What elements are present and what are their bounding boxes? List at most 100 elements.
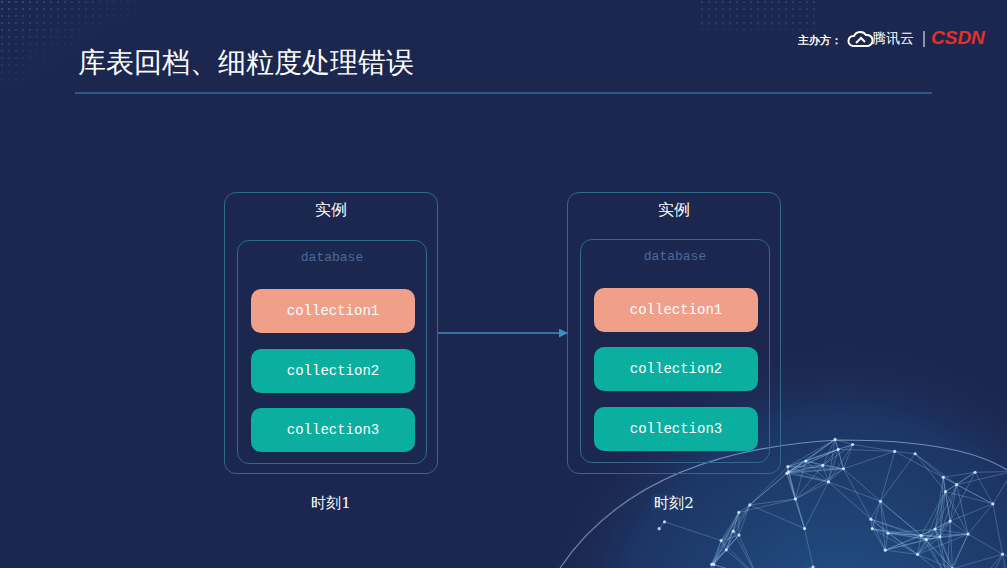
mesh-line [714,512,739,564]
mesh-line [788,467,829,482]
mesh-line [993,471,1007,503]
mesh-dot [914,452,917,455]
mesh-line [943,472,975,477]
mesh-line [950,472,975,521]
mesh-line [788,467,844,469]
mesh-dot [938,535,941,538]
mesh-dot [737,533,740,536]
mesh-line [738,512,739,535]
mesh-line [945,472,975,491]
mesh-dot [737,511,740,514]
mesh-line [721,541,758,568]
mesh-line [957,471,1007,484]
mesh-line [957,485,968,534]
mesh-line [926,492,945,540]
mesh-line [885,539,926,550]
flow-arrow [438,332,567,334]
mesh-line [915,454,957,485]
mesh-line [885,550,917,554]
mesh-line [726,550,758,568]
mesh-line [828,449,838,482]
mesh-line [805,529,814,568]
mesh-dot [712,563,715,566]
mesh-dot [663,520,666,523]
mesh-line [758,567,813,568]
mesh-line [795,482,828,499]
mesh-line [750,467,788,505]
mesh-line [828,482,880,501]
mesh-line [871,501,881,519]
mesh-dot [732,530,735,533]
mesh-line [843,469,880,501]
collection-box: collection1 [594,288,758,332]
mesh-line [979,554,1003,568]
time-label: 时刻2 [651,494,697,513]
mesh-dot [944,490,947,493]
mesh-dot [725,548,728,551]
collection-label: collection1 [287,303,379,319]
mesh-line [714,564,758,568]
mesh-line [1003,554,1007,568]
globe-rim [560,440,1007,568]
mesh-dot [951,567,954,568]
mesh-dot [658,527,661,530]
mesh-line [940,485,957,537]
collection-label: collection2 [630,361,722,377]
mesh-dot [794,497,797,500]
mesh-dot [720,539,723,542]
mesh-line [952,554,1002,568]
mesh-line [880,501,885,550]
mesh-line [739,535,758,568]
mesh-dot [821,464,824,467]
mesh-line [957,472,975,484]
mesh-dot [786,465,789,468]
instance-label: 实例 [315,200,347,221]
organizer-label: 主办方： [798,33,842,48]
collection-label: collection3 [287,422,379,438]
mesh-line [665,522,722,541]
mesh-line [714,550,727,565]
mesh-dot [804,459,807,462]
mesh-dot [851,443,854,446]
mesh-line [726,512,739,549]
mesh-line [733,531,758,568]
mesh-line [895,451,944,477]
mesh-line [885,529,935,550]
logo-separator [924,31,925,47]
mesh-line [888,533,926,539]
mesh-line [714,531,733,564]
mesh-line [935,529,952,568]
time-label: 时刻1 [311,494,351,513]
mesh-line [828,439,835,482]
mesh-line [806,461,829,482]
instance-box: 实例databasecollection1collection2collecti… [224,192,438,474]
mesh-dot [966,533,969,536]
mesh-line [695,564,712,568]
globe-mesh [560,438,1007,568]
mesh-dot [925,538,928,541]
mesh-dot [748,503,751,506]
cloud-logo [848,32,872,46]
mesh-dot [949,519,952,522]
globe-glow [540,340,1007,568]
database-box: databasecollection1collection2collection… [580,239,770,463]
mesh-line [940,537,952,568]
mesh-dot [942,476,945,479]
mesh-line [788,472,804,529]
mesh-line [968,504,993,534]
mesh-dot [991,502,994,505]
mesh-line [828,482,870,519]
mesh-dot [955,483,958,486]
mesh-line [880,451,894,501]
collection-label: collection2 [287,363,379,379]
mesh-line [1003,554,1007,568]
collection-box: collection2 [251,349,415,393]
mesh-line [945,492,968,535]
mesh-dot [893,450,896,453]
database-label: database [644,249,706,264]
mesh-line [853,444,895,451]
mesh-dot [920,534,923,537]
sponsor-logo-text: CSDN [931,27,985,49]
dot-texture [700,0,820,30]
